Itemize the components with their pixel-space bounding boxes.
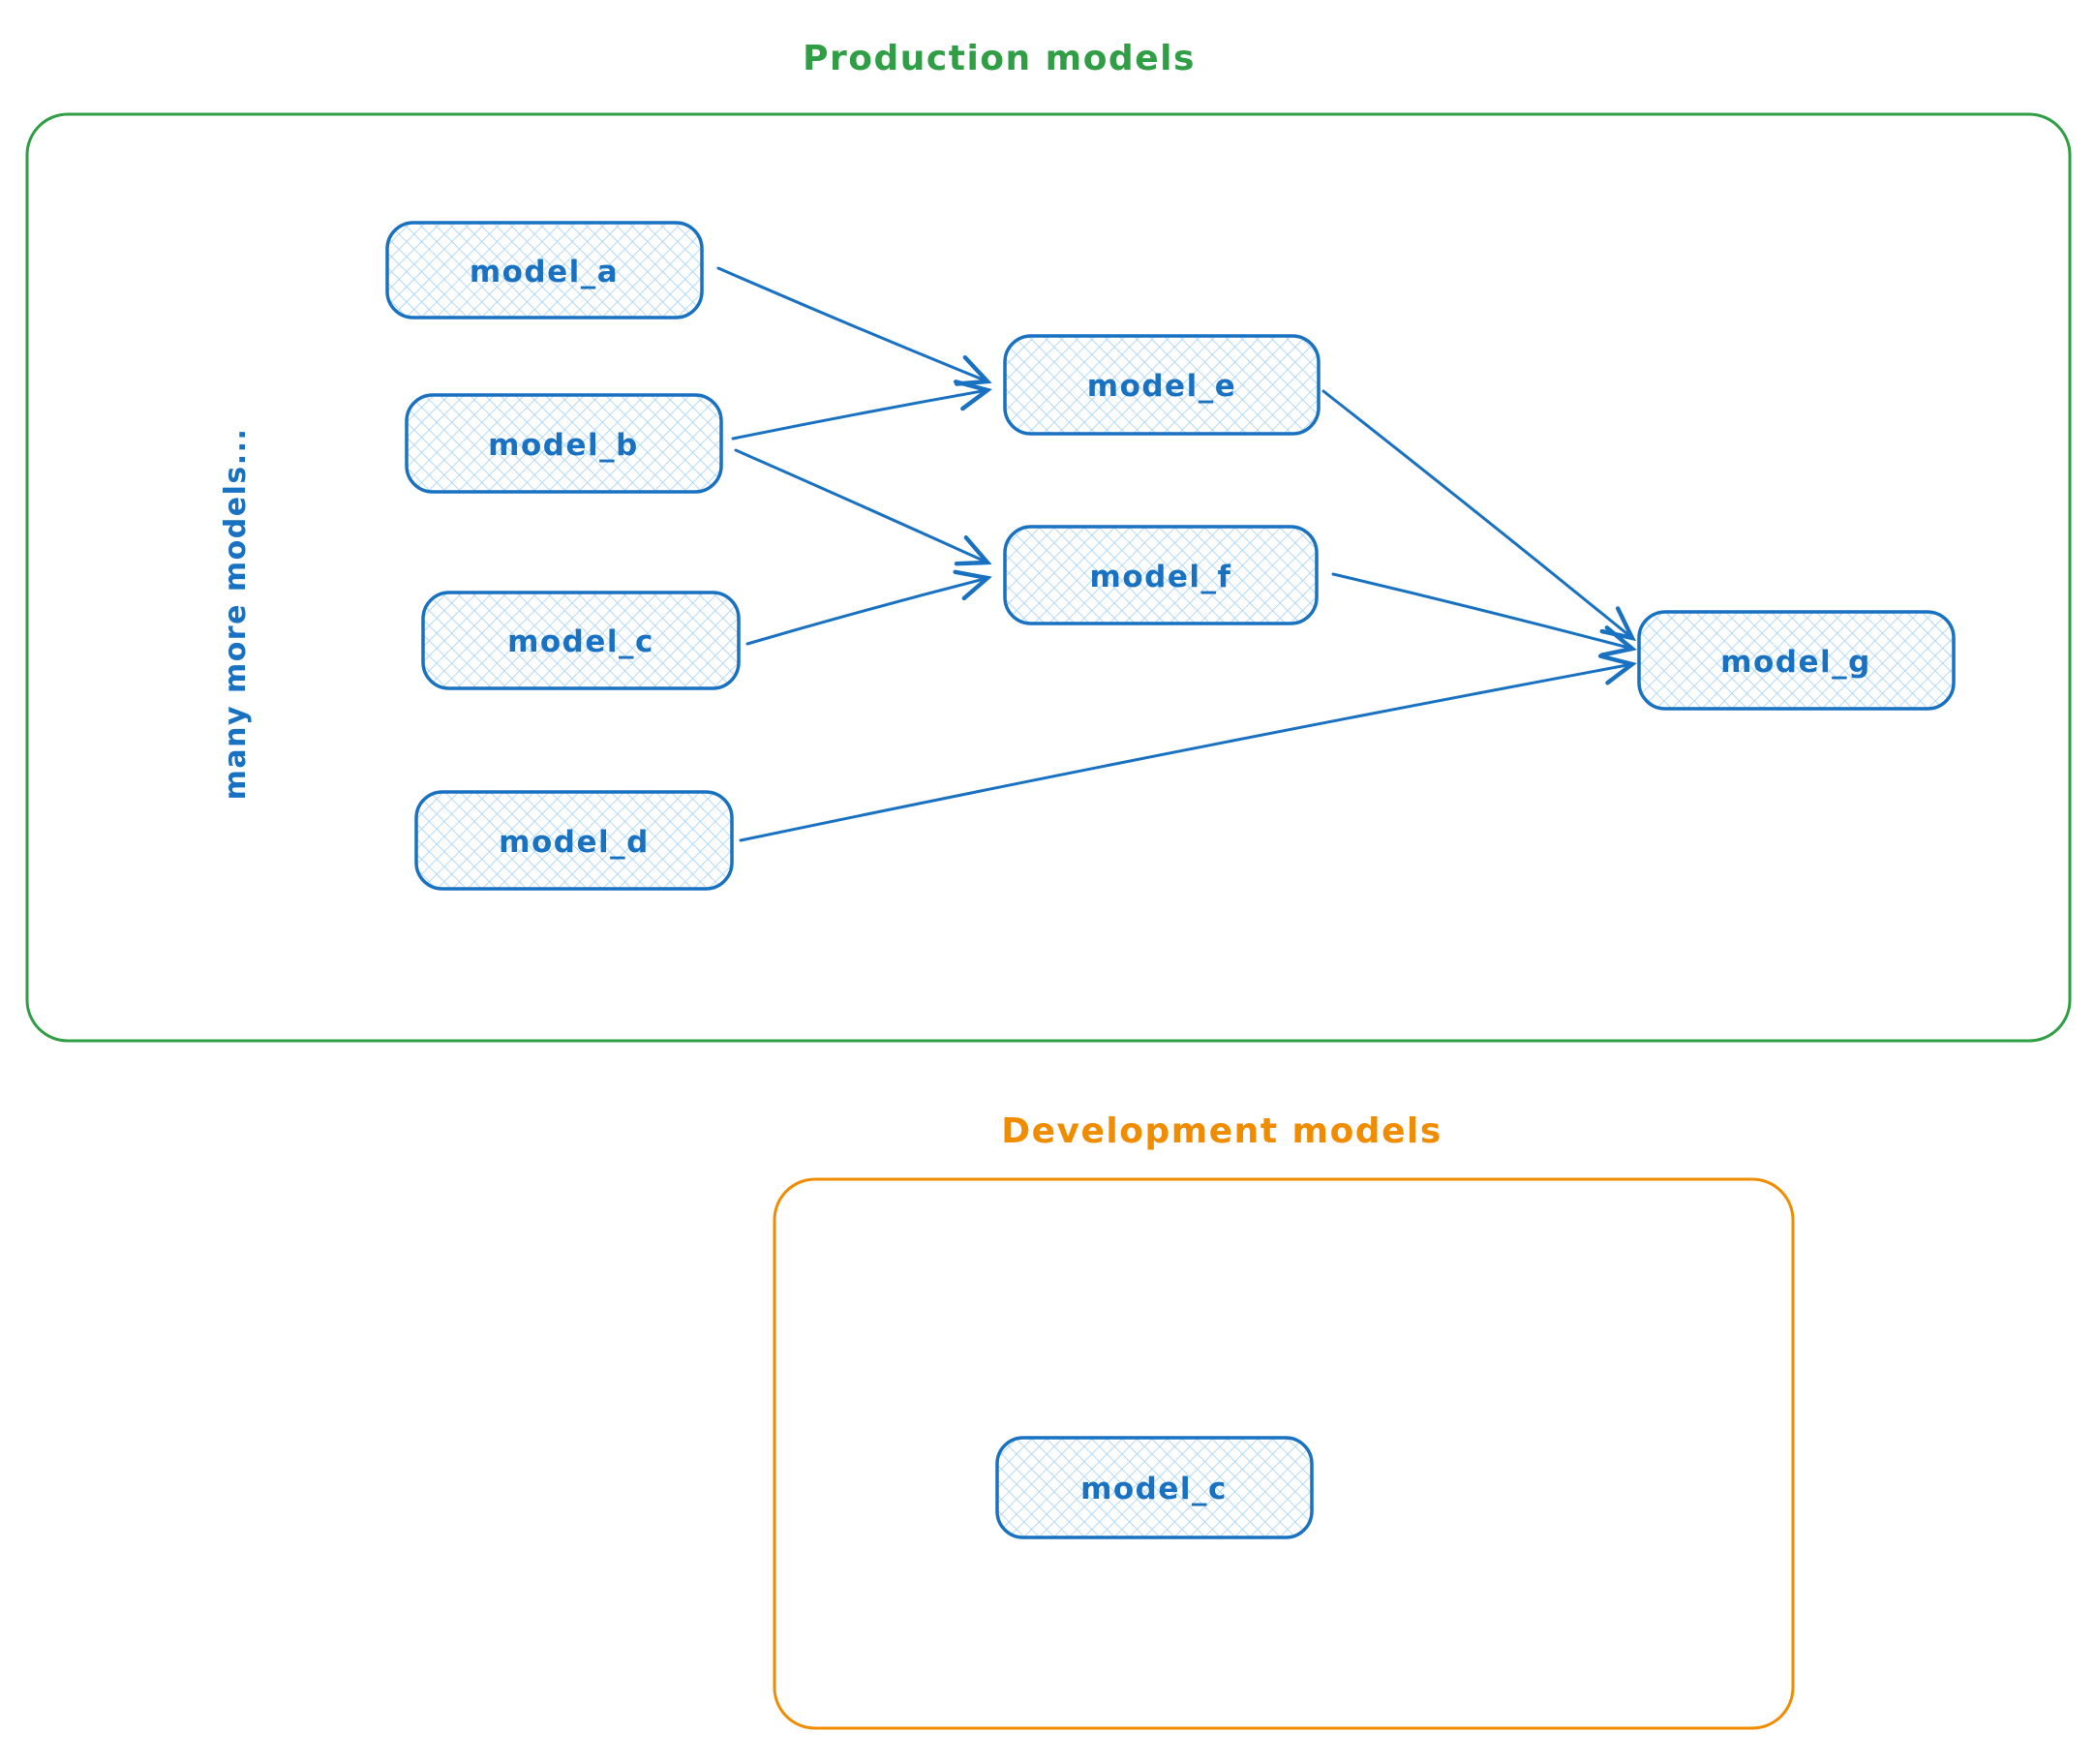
node-model-g-label: model_g: [1720, 645, 1871, 680]
node-model-c-dev[interactable]: model_c: [995, 1436, 1314, 1539]
node-model-c-dev-shape[interactable]: [995, 1436, 1314, 1539]
edge-model-b-to-model-e[interactable]: [731, 380, 992, 441]
production-container[interactable]: [25, 112, 2072, 1043]
node-model-a[interactable]: model_a: [385, 221, 704, 319]
node-model-f[interactable]: model_f: [1003, 525, 1319, 625]
node-model-d-shape[interactable]: [414, 790, 734, 891]
development-container[interactable]: [773, 1177, 1795, 1730]
node-model-b-label: model_b: [488, 428, 639, 463]
node-model-b[interactable]: model_b: [405, 393, 723, 494]
node-model-e[interactable]: model_e: [1003, 334, 1321, 436]
edge-model-d-to-model-g[interactable]: [739, 654, 1637, 842]
node-model-a-label: model_a: [470, 255, 619, 289]
production-title[interactable]: Production models: [803, 39, 1196, 78]
node-model-f-shape[interactable]: [1003, 525, 1319, 625]
edge-group: [716, 266, 1637, 842]
node-model-c-label: model_c: [507, 624, 654, 659]
node-model-c-dev-label: model_c: [1080, 1472, 1228, 1506]
node-model-c-shape[interactable]: [421, 591, 741, 690]
node-model-e-shape[interactable]: [1003, 334, 1321, 436]
production-side-note[interactable]: many more models...: [219, 428, 253, 801]
edge-model-a-to-model-e[interactable]: [716, 266, 992, 386]
edge-model-f-to-model-g[interactable]: [1331, 572, 1637, 657]
node-model-d-label: model_d: [499, 825, 650, 860]
edge-model-c-to-model-f[interactable]: [745, 569, 992, 646]
node-model-g-shape[interactable]: [1637, 610, 1956, 711]
node-model-e-label: model_e: [1087, 369, 1236, 404]
node-model-g[interactable]: model_g: [1637, 610, 1956, 711]
edge-model-b-to-model-f[interactable]: [734, 448, 992, 566]
development-title[interactable]: Development models: [1001, 1111, 1442, 1151]
node-model-f-label: model_f: [1090, 560, 1232, 594]
node-model-c[interactable]: model_c: [421, 591, 741, 690]
node-model-d[interactable]: model_d: [414, 790, 734, 891]
node-model-a-shape[interactable]: [385, 221, 704, 319]
edge-model-e-to-model-g[interactable]: [1321, 389, 1636, 642]
node-model-b-shape[interactable]: [405, 393, 723, 494]
